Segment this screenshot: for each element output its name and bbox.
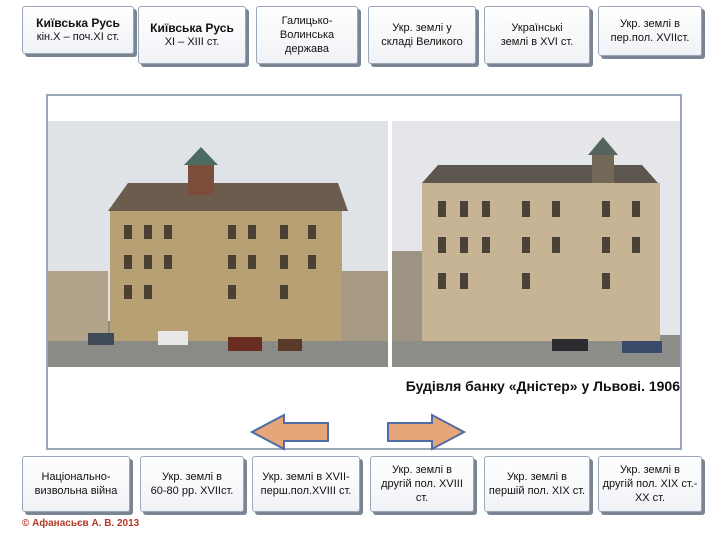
nav-18th-century-second-half[interactable]: Укр. землі в другій пол. XVIII ст. — [370, 456, 474, 512]
nav-17th-century-first-half[interactable]: Укр. землі в пер.пол. ХVІІст. — [598, 6, 702, 56]
nav-label-line1: Галицько- — [281, 15, 333, 27]
nav-label-line2: пер.пол. ХVІІст. — [610, 32, 690, 44]
nav-label-line2: землі в ХVІ ст. — [500, 36, 574, 48]
nav-label-line2: ХІ – ХІІІ ст. — [164, 36, 220, 48]
nav-label-line2: складі Великого — [381, 36, 463, 48]
nav-label-line2: першій пол. XIX ст. — [488, 485, 586, 497]
nav-1660-1680s[interactable]: Укр. землі в 60-80 рр. XVIIст. — [140, 456, 244, 512]
nav-19-20th-century[interactable]: Укр. землі в другій пол. XIX ст.-XX ст. — [598, 456, 702, 512]
nav-kyivan-rus-11-13[interactable]: Київська Русь ХІ – ХІІІ ст. — [138, 6, 246, 64]
nav-label-line1: Національно- — [41, 471, 111, 483]
nav-grand-duchy[interactable]: Укр. землі у складі Великого — [368, 6, 476, 64]
nav-label-line1: Українські — [511, 22, 563, 34]
bank-building-photo-right — [392, 121, 680, 367]
nav-label-line2: кін.Х – поч.ХІ ст. — [36, 31, 120, 43]
prev-arrow-button[interactable] — [250, 413, 330, 451]
nav-label-line1: Укр. землі в — [392, 464, 452, 476]
arrow-left-icon — [250, 413, 329, 451]
copyright-text: © Афанасьєв А. В. 2013 — [22, 518, 140, 529]
next-arrow-button[interactable] — [386, 413, 466, 451]
nav-17-18th-century[interactable]: Укр. землі в XVII- перш.пол.XVIII ст. — [252, 456, 360, 512]
nav-label-line2: визвольна війна — [34, 485, 118, 497]
nav-galicia-volhynia[interactable]: Галицько- Волинська держава — [256, 6, 358, 64]
nav-label-line1: Укр. землі в — [162, 471, 222, 483]
nav-label-line2: другій пол. XVIII ст. — [381, 478, 463, 504]
nav-16th-century[interactable]: Українські землі в ХVІ ст. — [484, 6, 590, 64]
nav-liberation-war[interactable]: Національно- визвольна війна — [22, 456, 130, 512]
nav-label-line2: Волинська держава — [279, 29, 335, 55]
photo-caption: Будівля банку «Дністер» у Львові. 1906 — [405, 378, 680, 394]
nav-19th-century-first-half[interactable]: Укр. землі в першій пол. XIX ст. — [484, 456, 590, 512]
nav-label-line2: 60-80 рр. XVIIст. — [150, 485, 234, 497]
nav-label-line1: Укр. землі в — [507, 471, 567, 483]
arrow-right-icon — [387, 413, 466, 451]
nav-label-line1: Київська Русь — [36, 16, 120, 30]
nav-kyivan-rus-10-11[interactable]: Київська Русь кін.Х – поч.ХІ ст. — [22, 6, 134, 54]
nav-label-line2: другій пол. XIX ст.-XX ст. — [602, 478, 698, 504]
nav-label-line1: Укр. землі в — [620, 18, 680, 30]
nav-label-line1: Київська Русь — [150, 21, 234, 35]
nav-label-line1: Укр. землі в — [620, 464, 680, 476]
nav-label-line1: Укр. землі в XVII- — [262, 471, 350, 483]
nav-label-line2: перш.пол.XVIII ст. — [260, 485, 352, 497]
nav-label-line1: Укр. землі у — [392, 22, 452, 34]
bank-building-photo-left — [48, 121, 388, 367]
